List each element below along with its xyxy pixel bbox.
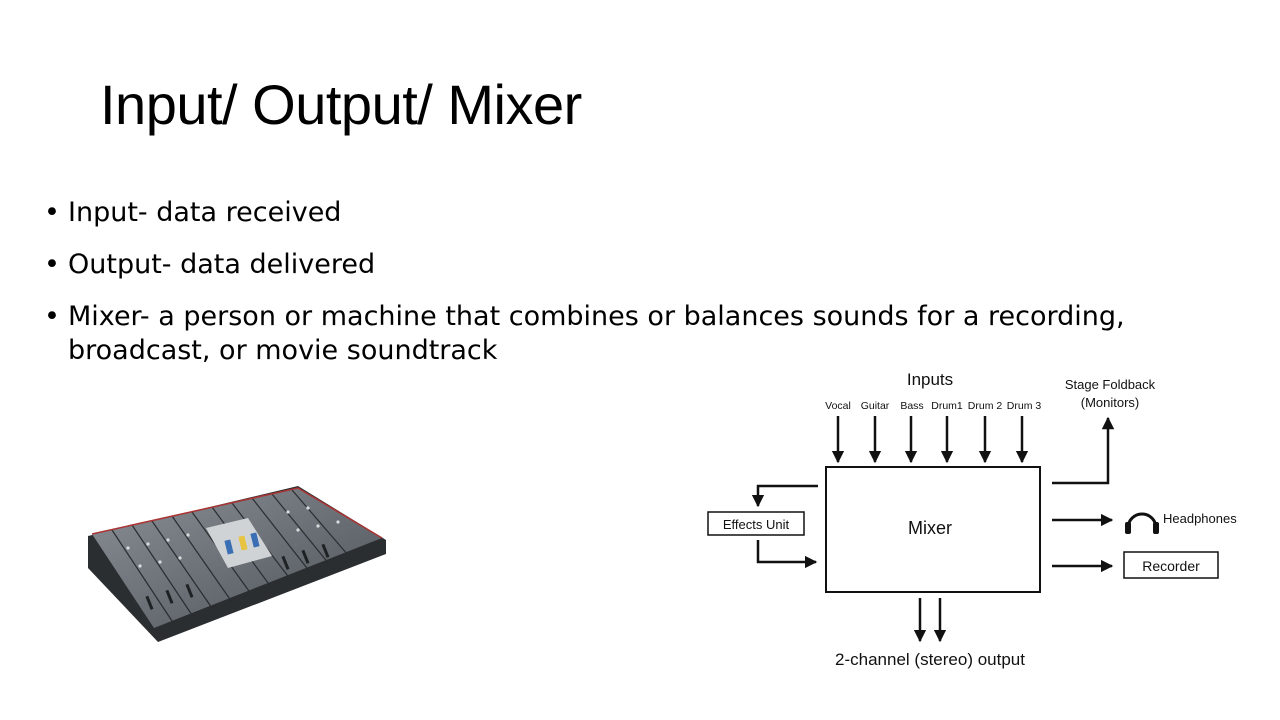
bullet-output: Output- data delivered [44,248,1144,282]
effects-unit-label: Effects Unit [723,517,790,532]
effects-unit-box [707,511,805,536]
input-channel-drum3: Drum 3 [1007,400,1042,412]
foldback-label-sub: (Monitors) [1081,395,1140,410]
mixer-signal-diagram: Inputs Vocal Guitar Bass Drum1 Drum 2 Dr… [707,370,1237,669]
input-channel-drum2: Drum 2 [968,400,1003,412]
input-channel-vocal: Vocal [825,400,851,412]
headphones-icon [1125,512,1159,534]
output-label: 2-channel (stereo) output [835,650,1025,669]
mixer-box [825,466,1041,593]
bullet-list: Input- data received Output- data delive… [44,196,1144,386]
foldback-arrow [1052,416,1115,485]
bullet-input: Input- data received [44,196,1144,230]
mixing-console-image [88,486,386,642]
bullet-mixer: Mixer- a person or machine that combines… [44,300,1144,368]
recorder-label: Recorder [1142,558,1200,574]
input-channel-bass: Bass [900,400,923,412]
slide-title: Input/ Output/ Mixer [100,73,582,136]
effects-return-arrow [756,540,818,569]
mixer-label: Mixer [908,518,952,538]
inputs-label: Inputs [907,370,953,389]
input-channel-guitar: Guitar [861,400,890,412]
input-channel-drum1: Drum1 [931,400,963,412]
effects-send-arrow [751,484,818,508]
foldback-label: Stage Foldback [1065,377,1156,392]
headphones-label: Headphones [1163,511,1237,526]
recorder-box [1123,551,1219,579]
